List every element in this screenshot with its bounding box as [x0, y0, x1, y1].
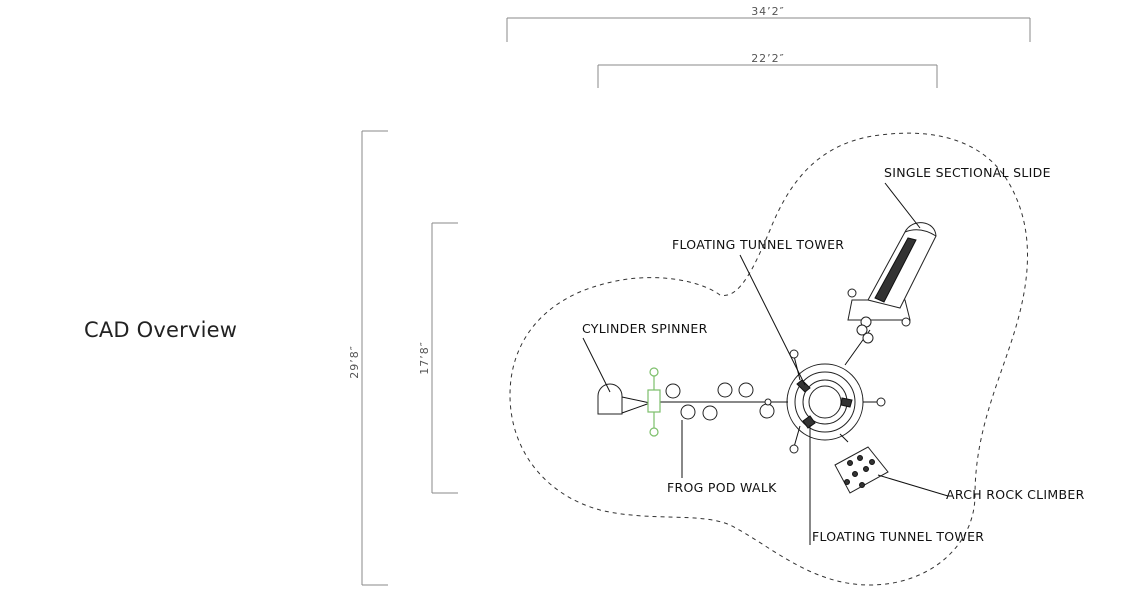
dimension-inner-depth-label: 17’8″: [418, 341, 431, 375]
dimension-overall-width: 34’2″: [506, 5, 1031, 42]
use-zone-boundary: [509, 132, 1028, 586]
page-title: CAD Overview: [84, 318, 238, 342]
label-floating-tunnel-tower-bottom: FLOATING TUNNEL TOWER: [812, 529, 984, 544]
dimension-inner-width: 22’2″: [597, 52, 938, 88]
leader-spinner: [582, 337, 611, 393]
frog-pod-walk: [652, 382, 788, 421]
dimension-inner-width-label: 22’2″: [751, 52, 785, 65]
label-frog-pod-walk: FROG POD WALK: [667, 480, 777, 495]
single-sectional-slide: [844, 222, 937, 366]
dimension-overall-depth: 29’8″: [348, 130, 388, 586]
arch-rock-climber: [834, 446, 889, 494]
leader-arch-rock: [877, 474, 949, 497]
floating-tunnel-tower: [786, 349, 886, 454]
label-cylinder-spinner: CYLINDER SPINNER: [582, 321, 708, 336]
leader-slide: [884, 182, 921, 229]
label-floating-tunnel-tower-top: FLOATING TUNNEL TOWER: [672, 237, 844, 252]
cylinder-spinner: [597, 367, 661, 437]
leader-tower-top: [739, 254, 806, 386]
label-arch-rock-climber: ARCH ROCK CLIMBER: [946, 487, 1085, 502]
label-single-sectional-slide: SINGLE SECTIONAL SLIDE: [884, 165, 1051, 180]
dimension-inner-depth: 17’8″: [418, 222, 458, 494]
dimension-overall-width-label: 34’2″: [751, 5, 785, 18]
dimension-overall-depth-label: 29’8″: [348, 345, 361, 379]
